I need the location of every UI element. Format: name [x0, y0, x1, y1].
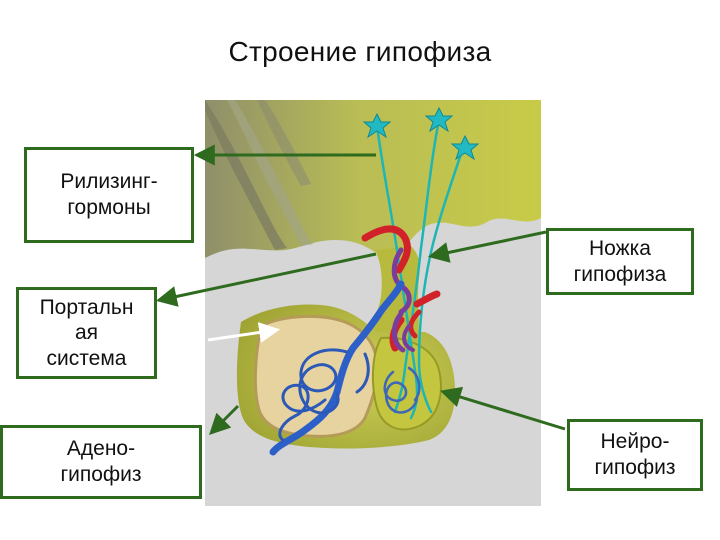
- label-pituitary-stalk: Ножка гипофиза: [546, 228, 694, 295]
- label-portal-system: Портальн ая система: [16, 287, 157, 379]
- label-releasing-hormones: Рилизинг- гормоны: [24, 147, 194, 243]
- label-adenohypophysis: Адено- гипофиз: [0, 425, 202, 499]
- pituitary-illustration: [205, 100, 541, 506]
- page-title: Строение гипофиза: [0, 36, 720, 68]
- label-neurohypophysis: Нейро- гипофиз: [567, 419, 703, 491]
